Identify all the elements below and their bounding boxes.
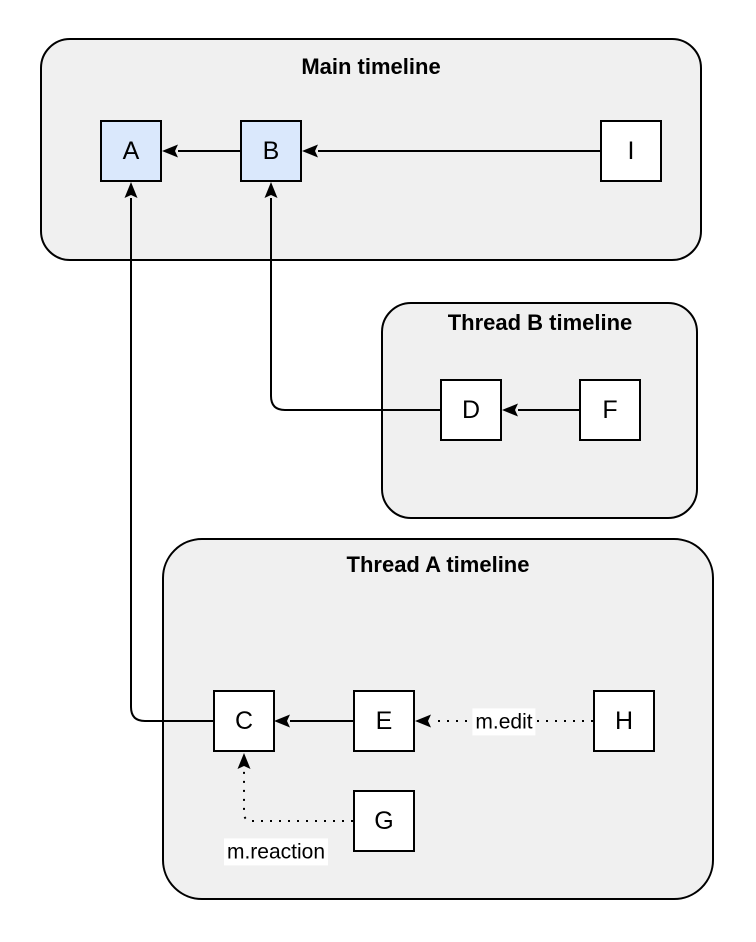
node-e: E bbox=[353, 690, 415, 752]
node-i: I bbox=[600, 120, 662, 182]
node-b: B bbox=[240, 120, 302, 182]
node-c: C bbox=[213, 690, 275, 752]
node-a: A bbox=[100, 120, 162, 182]
node-h: H bbox=[593, 690, 655, 752]
group-title-main-timeline: Main timeline bbox=[301, 54, 441, 79]
group-title-thread-a-timeline: Thread A timeline bbox=[346, 552, 530, 577]
edge-label-m-edit: m.edit bbox=[472, 708, 536, 736]
node-g: G bbox=[353, 790, 415, 852]
node-d: D bbox=[440, 379, 502, 441]
node-f: F bbox=[579, 379, 641, 441]
group-title-thread-b-timeline: Thread B timeline bbox=[447, 310, 633, 335]
edge-label-m-reaction: m.reaction bbox=[223, 838, 329, 866]
